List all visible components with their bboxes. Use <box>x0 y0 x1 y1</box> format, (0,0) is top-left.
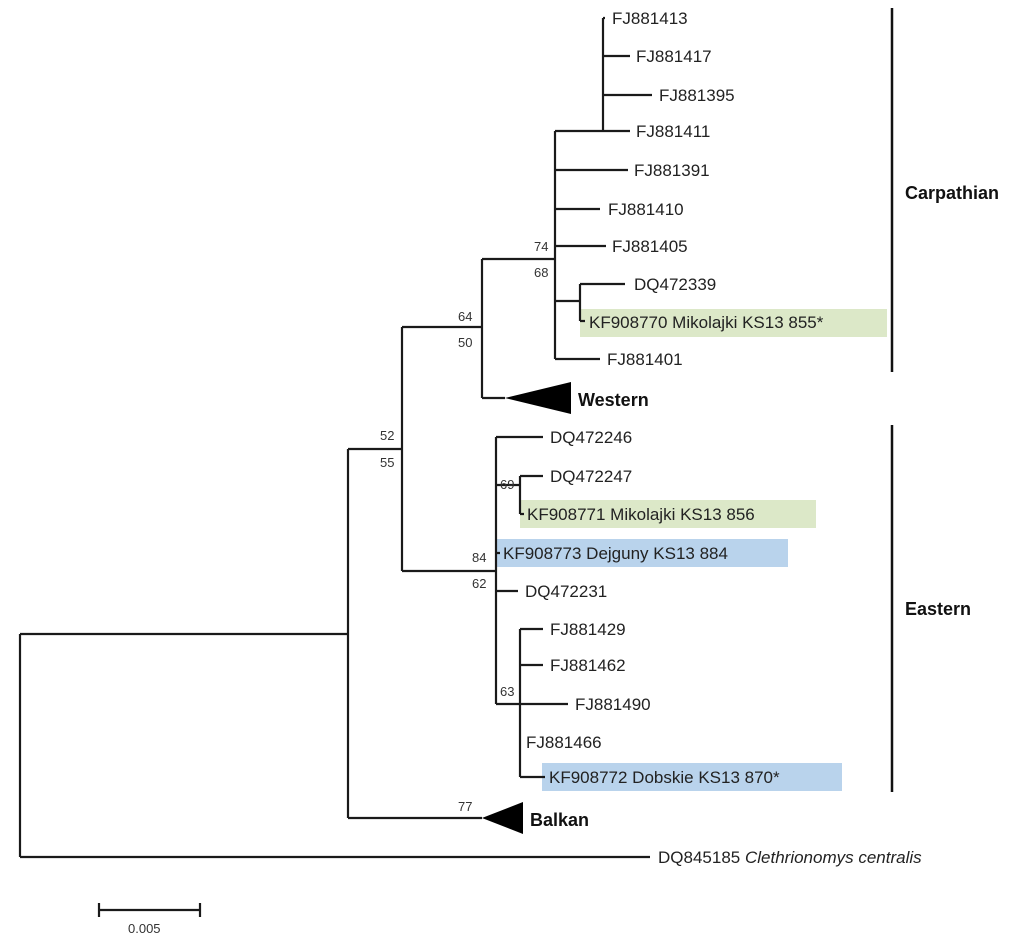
tip-label: KF908772 Dobskie KS13 870* <box>549 768 780 787</box>
tip-label: DQ472247 <box>550 467 632 486</box>
outgroup-label: DQ845185 Clethrionomys centralis <box>658 848 922 867</box>
branch-root <box>18 632 650 859</box>
group-label-eastern: Eastern <box>905 599 971 619</box>
tip-label: FJ881401 <box>607 350 683 369</box>
support-value: 55 <box>380 455 394 470</box>
support-value: 62 <box>472 576 486 591</box>
group-label-carpathian: Carpathian <box>905 183 999 203</box>
branch-node63 <box>518 627 568 779</box>
scale-bar <box>97 903 202 917</box>
clade-label-western: Western <box>578 390 649 410</box>
highlight-kf908770 <box>580 309 887 337</box>
tip-label: KF908771 Mikolajki KS13 856 <box>527 505 755 524</box>
tip-label: FJ881462 <box>550 656 626 675</box>
tip-label: DQ472246 <box>550 428 632 447</box>
tip-label: FJ881411 <box>636 122 710 141</box>
highlight-kf908771 <box>520 500 816 528</box>
tip-label: FJ881490 <box>575 695 651 714</box>
tip-label: FJ881405 <box>612 237 688 256</box>
support-value: 63 <box>500 684 514 699</box>
tip-label: FJ881395 <box>659 86 735 105</box>
highlight-kf908772 <box>542 763 842 791</box>
support-value: 69 <box>500 477 514 492</box>
tip-label: FJ881391 <box>634 161 710 180</box>
branch-ingroup <box>346 447 482 820</box>
tip-label: FJ881417 <box>636 47 712 66</box>
tip-label: FJ881466 <box>526 733 602 752</box>
clade-label-balkan: Balkan <box>530 810 589 830</box>
branch-node74 <box>480 257 555 400</box>
branch-dq472339 <box>578 282 625 323</box>
scale-bar-label: 0.005 <box>128 921 161 936</box>
support-value: 64 <box>458 309 472 324</box>
outgroup-species: Clethrionomys centralis <box>745 848 922 867</box>
branch-eastern <box>494 435 543 706</box>
tip-label: KF908770 Mikolajki KS13 855* <box>589 313 824 332</box>
support-value: 74 <box>534 239 548 254</box>
tip-label: KF908773 Dejguny KS13 884 <box>503 544 728 563</box>
branch-fj-group <box>601 16 652 133</box>
branch-node64 <box>400 325 496 573</box>
tip-label: DQ472231 <box>525 582 607 601</box>
support-value: 52 <box>380 428 394 443</box>
branch-carpathian <box>553 129 628 361</box>
support-value: 50 <box>458 335 472 350</box>
tip-label: FJ881429 <box>550 620 626 639</box>
tip-label: DQ472339 <box>634 275 716 294</box>
support-value: 68 <box>534 265 548 280</box>
outgroup-accession: DQ845185 <box>658 848 740 867</box>
highlight-kf908773 <box>496 539 788 567</box>
tip-label: FJ881410 <box>608 200 684 219</box>
collapsed-triangle-western <box>505 382 571 414</box>
branch-node69 <box>518 474 543 516</box>
support-value: 84 <box>472 550 486 565</box>
tip-label: FJ881413 <box>612 9 688 28</box>
support-value: 77 <box>458 799 472 814</box>
collapsed-triangle-balkan <box>482 802 523 834</box>
